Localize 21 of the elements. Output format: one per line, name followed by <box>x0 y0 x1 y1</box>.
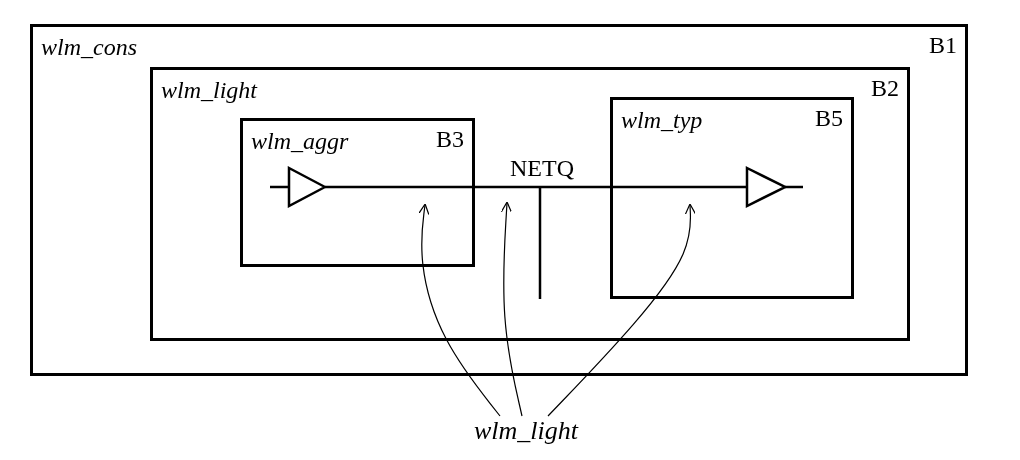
leader-arrow <box>500 201 523 417</box>
block-name: B3 <box>436 127 464 151</box>
net-label: NETQ <box>510 156 574 180</box>
buffer-symbol <box>745 166 787 208</box>
wire-load-model-label: wlm_typ <box>621 108 703 132</box>
net-wire <box>325 185 747 189</box>
block-name: B1 <box>929 33 957 57</box>
net-wire <box>270 185 289 189</box>
wire-load-model-label: wlm_cons <box>41 35 137 59</box>
wire-load-model-label: wlm_light <box>161 78 257 102</box>
net-name-label: wlm_light <box>474 418 578 444</box>
block-box <box>240 118 475 267</box>
block-box <box>30 24 968 376</box>
block-box <box>610 97 854 299</box>
wire-load-model-label: wlm_aggr <box>251 129 349 153</box>
block-name: B5 <box>815 106 843 130</box>
leader-arrow <box>418 203 501 417</box>
block-box <box>150 67 910 341</box>
block-name: B2 <box>871 76 899 100</box>
buffer-symbol <box>287 166 327 208</box>
leader-arrow <box>547 203 696 417</box>
